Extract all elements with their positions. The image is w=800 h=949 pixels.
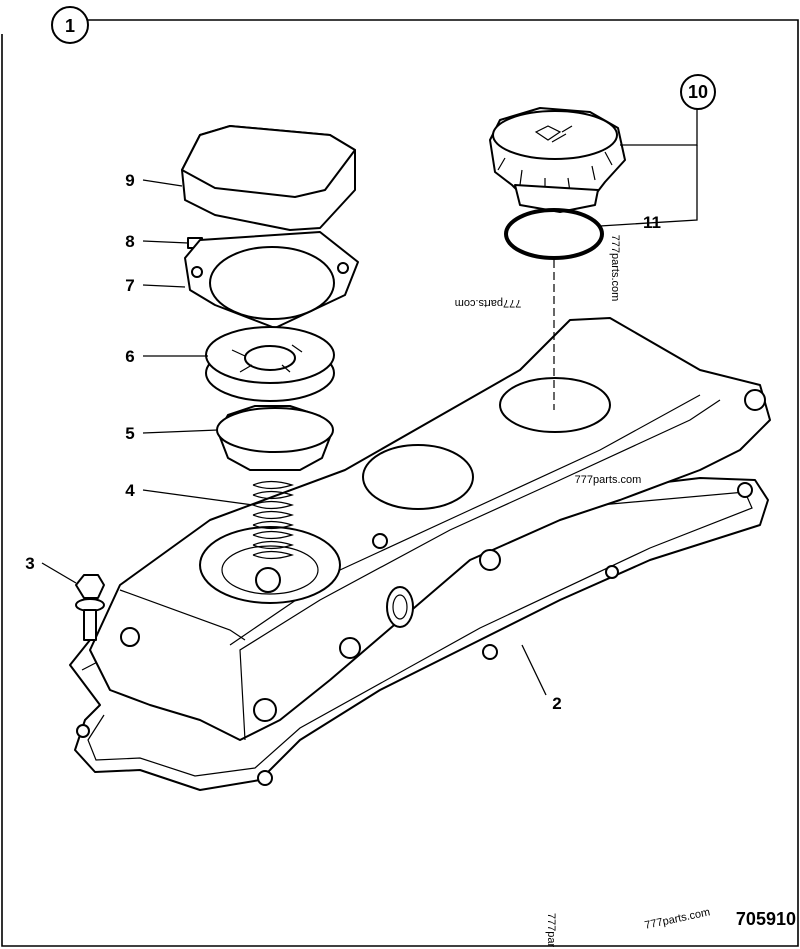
cover-bolt — [75, 574, 105, 641]
callout-9: 9 — [125, 171, 134, 190]
leader-lines — [41, 108, 698, 696]
breather-diaphragm-housing — [205, 326, 335, 402]
breather-diaphragm — [216, 405, 334, 471]
breather-plate — [184, 231, 359, 329]
watermark-4: 777parts.com — [644, 906, 712, 932]
oil-filler-cap — [489, 107, 626, 213]
callout-7: 7 — [125, 276, 134, 295]
callout-10-badge: 10 — [680, 74, 716, 110]
callout-5: 5 — [125, 424, 134, 443]
callout-10: 10 — [688, 82, 708, 102]
breather-spring — [252, 480, 294, 560]
callout-3: 3 — [25, 554, 34, 573]
callout-6: 6 — [125, 347, 134, 366]
watermark-5: 777par — [545, 913, 557, 948]
callout-11: 11 — [643, 213, 661, 232]
watermark-3: 777parts.com — [575, 474, 642, 486]
assembly-number-badge: 1 — [51, 6, 89, 44]
watermark-2: 777parts.com — [609, 235, 621, 302]
watermark-1: 777parts.com — [455, 297, 522, 309]
figure-number: 705910 — [736, 909, 796, 929]
assembly-number: 1 — [65, 16, 75, 36]
callout-labels: 9 8 7 6 5 4 3 2 11 10 — [25, 74, 716, 713]
callout-2: 2 — [552, 694, 561, 713]
callout-4: 4 — [125, 481, 135, 500]
rocker-cover — [89, 317, 771, 741]
diagram-frame — [1, 19, 799, 947]
filler-cap-o-ring — [504, 208, 604, 260]
callout-8: 8 — [125, 232, 134, 251]
breather-cover — [181, 125, 356, 231]
